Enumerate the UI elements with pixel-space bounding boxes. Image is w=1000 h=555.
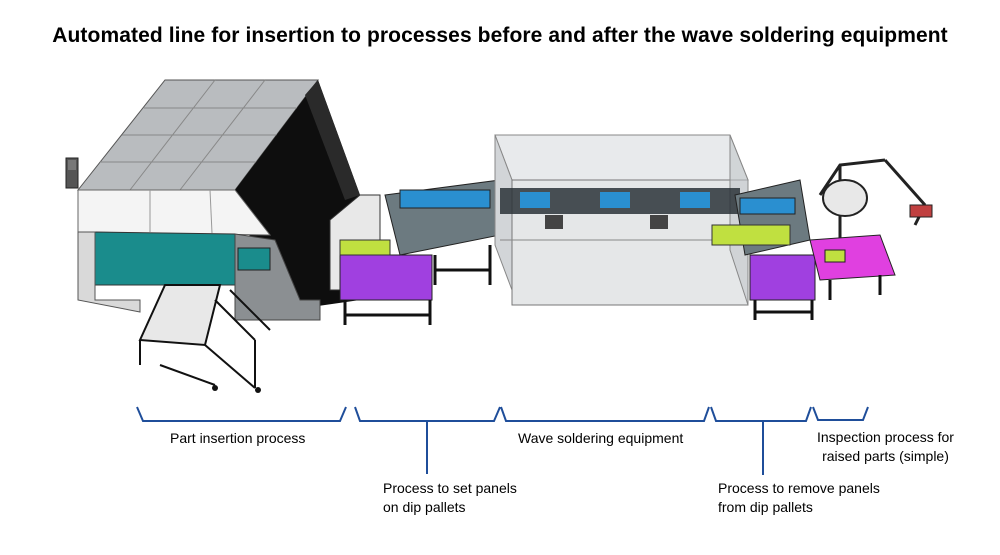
bracket-remove-panels bbox=[710, 406, 812, 422]
label-inspection: Inspection process for raised parts (sim… bbox=[817, 428, 954, 466]
label-wave-soldering: Wave soldering equipment bbox=[518, 430, 684, 446]
bracket-part-insertion bbox=[136, 406, 347, 422]
label-part-insertion: Part insertion process bbox=[170, 430, 306, 446]
bracket-set-panels bbox=[354, 406, 501, 422]
label-remove-panels: Process to remove panels from dip pallet… bbox=[718, 479, 880, 517]
label-remove-panels-line2: from dip pallets bbox=[718, 499, 813, 515]
insertion-machine bbox=[65, 79, 360, 393]
label-inspection-line2: raised parts (simple) bbox=[822, 448, 949, 464]
label-set-panels-line2: on dip pallets bbox=[383, 499, 466, 515]
bracket-wave-soldering bbox=[500, 406, 710, 422]
set-panel-station bbox=[329, 179, 501, 325]
label-set-panels: Process to set panels on dip pallets bbox=[383, 479, 517, 517]
wave-soldering-machine bbox=[494, 134, 749, 306]
bracket-inspection bbox=[812, 406, 869, 421]
diagram-title: Automated line for insertion to processe… bbox=[52, 24, 948, 47]
process-brackets bbox=[136, 406, 869, 475]
label-inspection-line1: Inspection process for bbox=[817, 429, 954, 445]
label-remove-panels-line1: Process to remove panels bbox=[718, 480, 880, 496]
inspection-station bbox=[809, 158, 933, 300]
remove-panel-station bbox=[711, 179, 816, 320]
label-set-panels-line1: Process to set panels bbox=[383, 480, 517, 496]
